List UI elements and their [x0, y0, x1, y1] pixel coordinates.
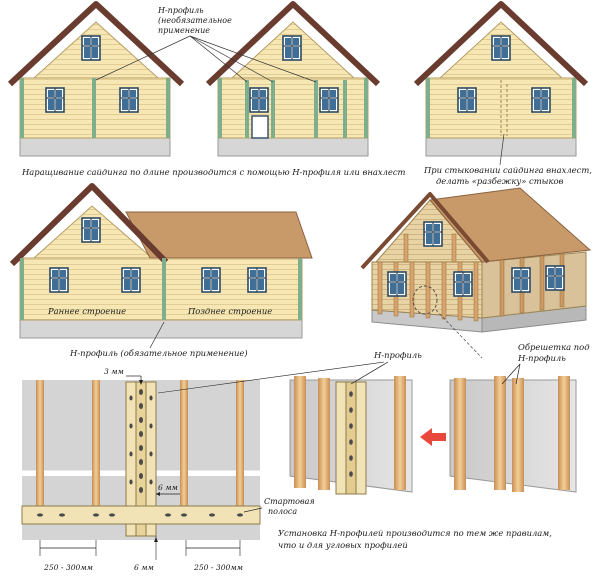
red-arrow [420, 428, 446, 446]
caption-spacing-right: 250 - 300мм [193, 563, 243, 572]
caption-gap-6mm-bottom: 6 мм [134, 563, 154, 572]
house-2 [205, 1, 381, 157]
caption-gap-6mm-side: 6 мм [158, 483, 178, 492]
caption-install-note: Установка Н-профилей производится по тем… [278, 528, 552, 550]
callout-h-profile-optional: Н-профиль (необязательное применение [95, 6, 317, 83]
callout-h-profile-required: Н-профиль (обязательное применение) [69, 321, 248, 358]
caption-starter-strip-1: Стартовая [264, 497, 315, 506]
house-1 [7, 1, 185, 157]
caption-install-note-1: Установка Н-профилей производится по тем… [278, 528, 552, 538]
house-3d-lathing [360, 187, 592, 359]
caption-h-profile-optional-1: Н-профиль [157, 6, 204, 15]
caption-starter-strip-2: полоса [268, 507, 297, 516]
caption-early-building: Раннее строение [47, 306, 126, 316]
house-3 [413, 1, 589, 157]
caption-overlap-note-1: При стыковании сайдинга внахлест, [423, 165, 592, 175]
detail-installation: 3 мм 6 мм Стартовая полоса 250 - 300мм 2… [21, 367, 315, 572]
caption-lathing-note-1: Обрешетка под [518, 342, 590, 352]
caption-overlap-note-2: делать «разбежку» стыков [436, 176, 564, 186]
h-profile-line [92, 78, 96, 138]
caption-overlap-note: При стыковании сайдинга внахлест, делать… [423, 133, 592, 186]
caption-spacing-left: 250 - 300мм [43, 563, 93, 572]
panel-with-h-profile: Н-профиль [157, 350, 422, 495]
caption-gap-3mm: 3 мм [104, 367, 124, 376]
caption-h-profile-optional-2: (необязательное [158, 16, 232, 25]
caption-lathing-note-2: Н-профиль [517, 353, 566, 363]
caption-late-building: Позднее строение [187, 306, 272, 316]
caption-h-profile-required: Н-профиль (обязательное применение) [69, 348, 248, 358]
caption-h-profile-optional-3: применение [158, 26, 210, 35]
caption-install-note-2: что и для угловых профилей [278, 540, 408, 550]
caption-h-profile: Н-профиль [373, 350, 422, 360]
house-4-extended: Раннее строение Позднее строение [9, 183, 313, 339]
panel-lathing: Обрешетка под Н-профиль [449, 342, 590, 493]
caption-extension-note: Наращивание сайдинга по длине производит… [21, 167, 406, 177]
h-profile-required-line [162, 258, 166, 320]
